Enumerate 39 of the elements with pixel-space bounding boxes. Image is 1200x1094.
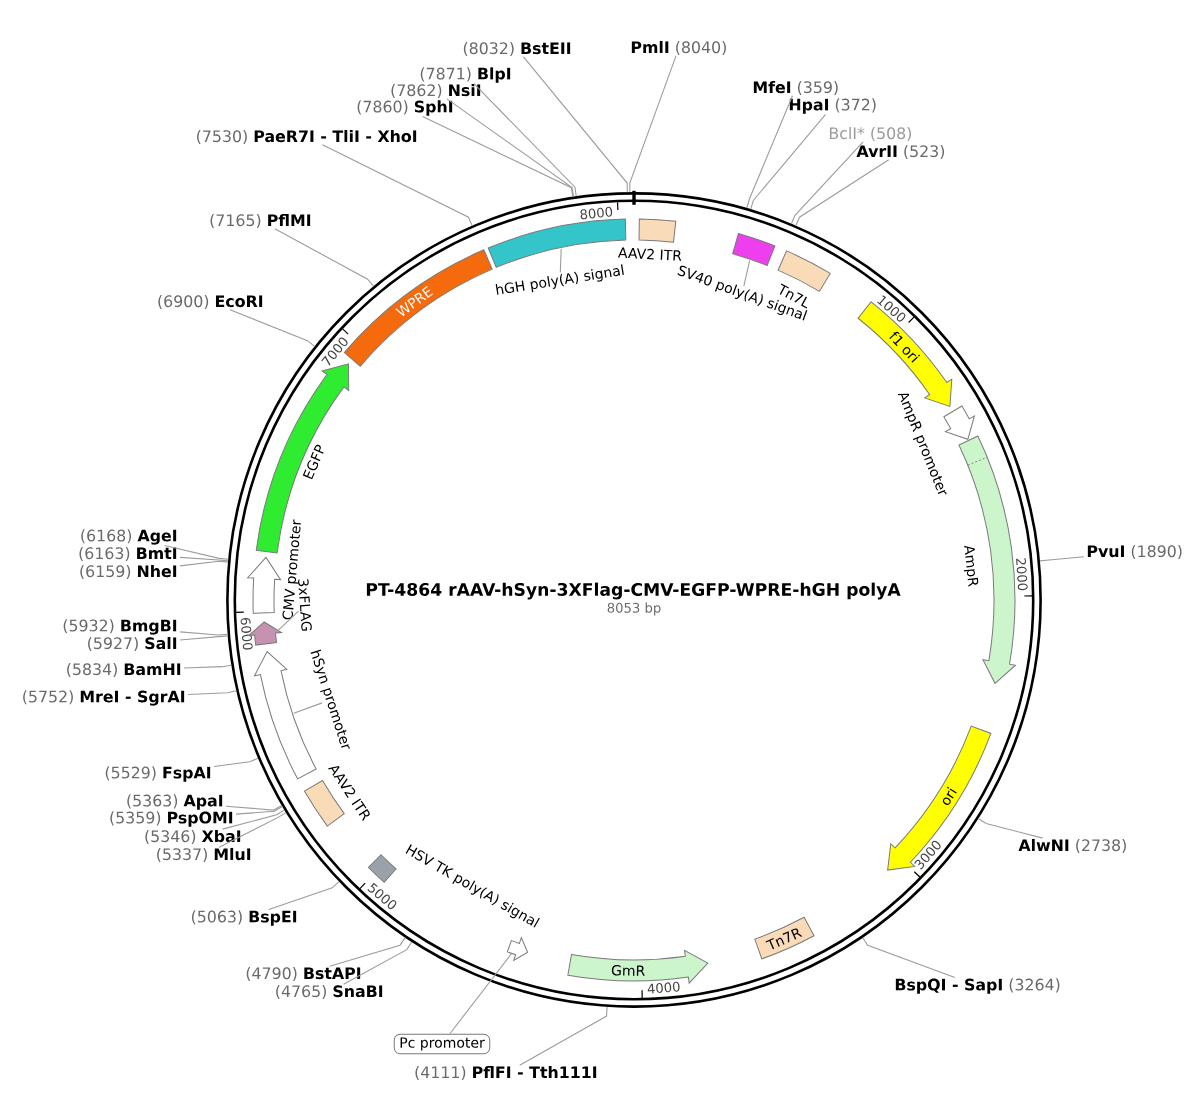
leader-line <box>559 248 562 274</box>
leader-line <box>790 141 864 225</box>
leader-line <box>977 818 1044 839</box>
leader-line <box>743 260 751 287</box>
leader-line <box>522 56 628 193</box>
leader-line <box>629 55 677 193</box>
leader-line <box>343 941 413 985</box>
leader-line <box>321 144 473 227</box>
leader-line <box>746 95 794 209</box>
leader-line <box>164 544 229 560</box>
leader-line <box>795 159 890 227</box>
map-title: PT-4864 rAAV-hSyn-3XFlag-CMV-EGFP-WPRE-hGH polyA <box>366 582 901 600</box>
leader-line <box>293 702 323 714</box>
leader-line <box>422 115 574 198</box>
feature-box <box>732 233 776 266</box>
leader-line <box>274 228 375 287</box>
leader-line <box>229 309 316 347</box>
leader-line <box>218 812 287 848</box>
leader-line <box>473 82 577 197</box>
leader-line <box>1039 556 1085 562</box>
leader-line <box>329 937 406 967</box>
leader-line <box>179 631 229 636</box>
leader-line <box>519 1006 608 1066</box>
leader-line <box>446 98 574 198</box>
leader-line <box>449 953 512 1035</box>
leader-line <box>179 635 229 641</box>
leader-line <box>276 610 300 633</box>
leader-line <box>179 560 229 567</box>
leader-line <box>213 757 259 768</box>
leader-line <box>179 556 229 562</box>
leader-line <box>750 113 827 210</box>
leader-line <box>187 690 237 695</box>
leader-line <box>225 804 283 811</box>
leader-line <box>183 664 232 669</box>
leader-line <box>862 937 956 979</box>
feature-block <box>506 937 529 961</box>
leader-line <box>268 881 340 911</box>
leader-line <box>235 806 283 815</box>
leader-line <box>221 809 285 830</box>
